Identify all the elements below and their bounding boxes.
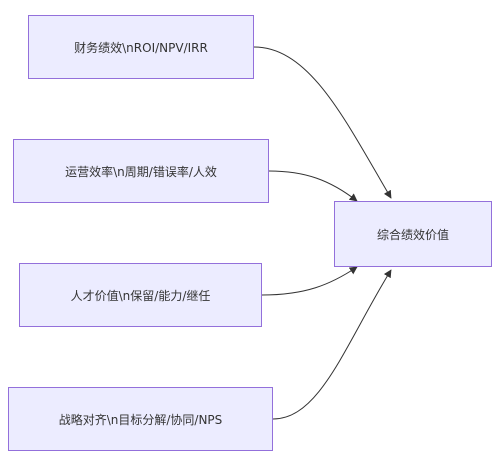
edge-talent-to-result [261,266,358,296]
node-operations-label: 运营效率\n周期/错误率/人效 [65,164,217,179]
node-result: 综合绩效价值 [334,201,492,267]
node-talent-label: 人才价值\n保留/能力/继任 [70,288,211,303]
node-finance: 财务绩效\nROI/NPV/IRR [28,15,254,79]
node-talent: 人才价值\n保留/能力/继任 [19,263,262,327]
node-result-label: 综合绩效价值 [376,227,449,242]
edge-operations-to-result [268,170,358,202]
edge-finance-to-result [253,46,392,199]
node-finance-label: 财务绩效\nROI/NPV/IRR [74,40,208,55]
node-operations: 运营效率\n周期/错误率/人效 [13,139,269,203]
node-strategy-label: 战略对齐\n目标分解/协同/NPS [58,412,223,427]
edge-strategy-to-result [272,269,392,420]
node-strategy: 战略对齐\n目标分解/协同/NPS [8,387,273,451]
